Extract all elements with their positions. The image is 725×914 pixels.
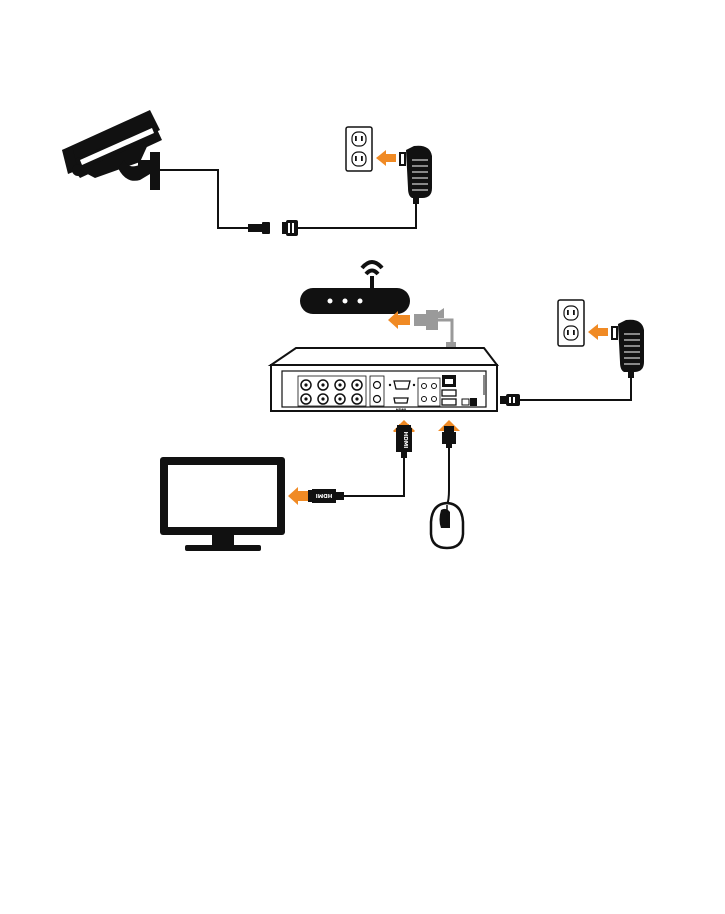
dvr-icon <box>271 348 497 411</box>
hdmi-plug-label: HDMI <box>402 432 408 449</box>
outlet-icon <box>558 300 584 346</box>
usb-plug-icon <box>442 426 456 448</box>
mouse-cable <box>447 448 449 505</box>
router-icon <box>300 262 410 314</box>
camera-power-cable <box>298 196 416 228</box>
camera-icon <box>62 110 162 190</box>
camera-connector-icon <box>248 222 270 234</box>
arrow-to-outlet <box>588 324 608 340</box>
arrow-to-outlet <box>376 150 396 166</box>
power-adapter-icon <box>611 320 644 378</box>
power-adapter-icon <box>399 146 432 204</box>
hdmi-plug-icon: HDMI <box>396 425 412 458</box>
hdmi-port <box>394 398 408 403</box>
monitor-icon <box>160 457 285 551</box>
mouse-icon <box>431 503 463 548</box>
camera-cable <box>158 170 248 228</box>
hdmi-cable <box>342 458 404 496</box>
hdmi-monitor-plug-icon: HDMI <box>308 489 344 503</box>
dvr-power-plug-icon <box>500 394 520 406</box>
hdmi-port-label: HDMI <box>396 408 407 412</box>
outlet-icon <box>346 127 372 171</box>
arrow-to-monitor <box>288 487 308 505</box>
dvr-power-cable <box>520 378 631 400</box>
hdmi-monitor-plug-label: HDMI <box>316 492 333 498</box>
lan-port <box>442 375 456 387</box>
power-plug-icon <box>282 220 298 236</box>
